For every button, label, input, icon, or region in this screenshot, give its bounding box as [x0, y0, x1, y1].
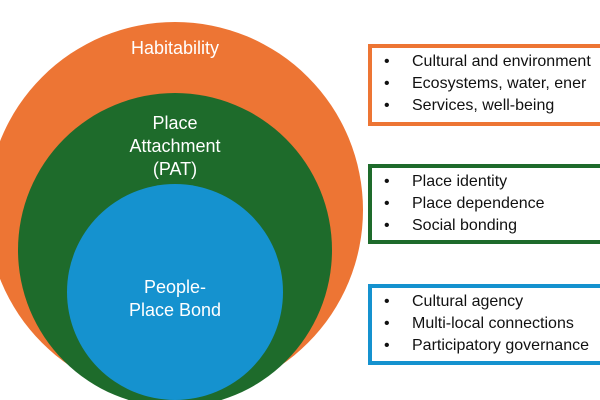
- bullet-icon: •: [384, 75, 390, 92]
- list-item-text: Place identity: [412, 173, 508, 190]
- place-attachment-box: • Place identity • Place dependence • Socia…: [368, 164, 600, 244]
- bullet-icon: •: [384, 53, 390, 70]
- list-item: • Participatory governance: [380, 335, 600, 357]
- bullet-icon: •: [384, 337, 390, 354]
- list-item: • Cultural agency: [380, 291, 600, 313]
- bullet-icon: •: [384, 97, 390, 114]
- list-item: • Place dependence: [380, 193, 600, 215]
- list-item-text: Place dependence: [412, 195, 545, 212]
- list-item-text: Ecosystems, water, ener: [412, 75, 587, 92]
- bullet-icon: •: [384, 217, 390, 234]
- bullet-icon: •: [384, 173, 390, 190]
- list-item-text: Social bonding: [412, 217, 517, 234]
- bullet-icon: •: [384, 195, 390, 212]
- list-item-text: Cultural agency: [412, 293, 524, 310]
- place-attachment-label: Place Attachment (PAT): [65, 112, 285, 181]
- habitability-box: • Cultural and environment • Ecosystems, w…: [368, 44, 600, 126]
- people-place-bond-line-1: People-: [143, 277, 207, 297]
- list-item: • Social bonding: [380, 215, 600, 237]
- bullet-icon: •: [384, 315, 390, 332]
- people-place-bond-circle: [67, 184, 283, 400]
- habitability-label-text: Habitability: [130, 38, 220, 58]
- list-item: • Multi-local connections: [380, 313, 600, 335]
- list-item-text: Cultural and environment: [412, 53, 591, 70]
- list-item-text: Multi-local connections: [412, 315, 574, 332]
- place-attachment-line-3: (PAT): [152, 159, 198, 179]
- list-item-text: Services, well-being: [412, 97, 555, 114]
- list-item: • Ecosystems, water, ener: [380, 73, 600, 95]
- place-attachment-line-1: Place: [152, 113, 198, 133]
- list-item: • Services, well-being: [380, 95, 600, 117]
- list-item: • Cultural and environment: [380, 51, 600, 73]
- people-place-bond-line-2: Place Bond: [128, 300, 222, 320]
- habitability-label: Habitability: [65, 37, 285, 60]
- bullet-icon: •: [384, 293, 390, 310]
- list-item: • Place identity: [380, 171, 600, 193]
- list-item-text: Participatory governance: [412, 337, 589, 354]
- people-place-bond-label: People- Place Bond: [65, 276, 285, 322]
- place-attachment-line-2: Attachment: [129, 136, 221, 156]
- people-place-bond-box: • Cultural agency • Multi-local connection…: [368, 284, 600, 365]
